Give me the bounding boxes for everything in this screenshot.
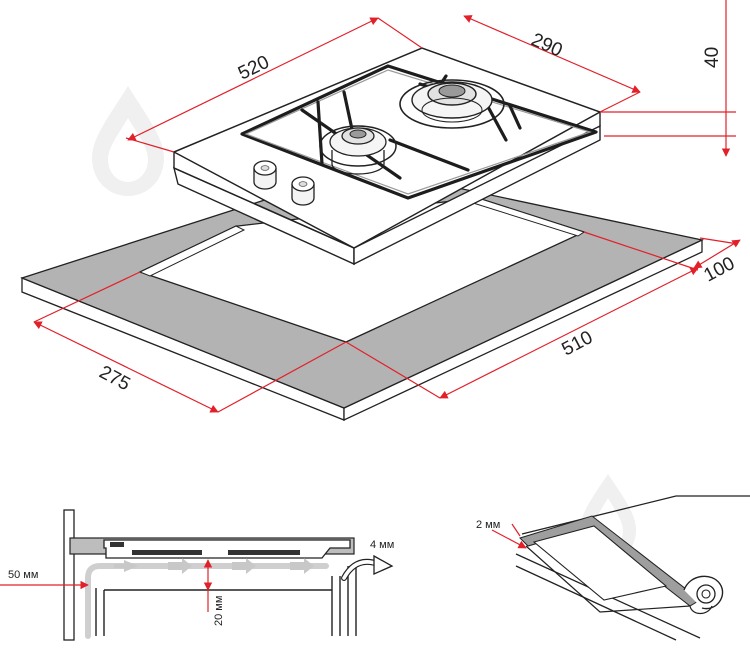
watermark-logo-icon (92, 86, 164, 196)
rear-gap-label: 100 (700, 253, 738, 286)
control-knob-1 (253, 160, 277, 190)
control-knob-2 (291, 176, 315, 206)
airflow-duct (85, 563, 329, 639)
dimension-lines (33, 0, 741, 413)
cabinet-wall (63, 509, 75, 641)
hob-height-label: 40 (702, 47, 723, 68)
airflow-arrow-icons (114, 558, 314, 574)
seal-thickness-label: 2 мм (476, 519, 500, 531)
hob-width-label: 520 (235, 52, 273, 85)
air-gap-label: 20 мм (213, 596, 225, 626)
tape-roll-icon (683, 575, 724, 615)
section-detail (0, 509, 394, 641)
seal-detail (491, 495, 750, 641)
cutout-width-label: 510 (558, 327, 596, 360)
hob-section (103, 539, 351, 559)
cutout-depth-label: 275 (96, 362, 134, 395)
hob-depth-label: 290 (528, 29, 566, 61)
side-clearance-label: 50 мм (8, 569, 38, 581)
rear-clearance-label: 4 мм (370, 539, 394, 551)
